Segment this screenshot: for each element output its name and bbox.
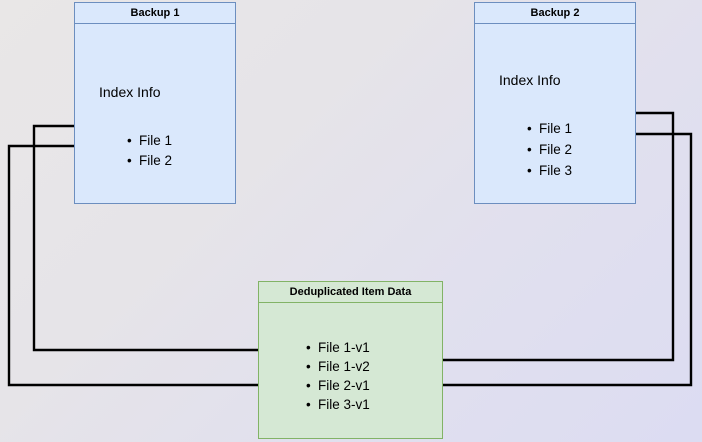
backup-1-index-info-label: Index Info	[99, 84, 161, 100]
list-item[interactable]: File 2-v1	[306, 376, 370, 395]
list-item[interactable]: File 1	[127, 131, 172, 151]
dedup-file-list: File 1-v1 File 1-v2 File 2-v1 File 3-v1	[306, 338, 370, 414]
list-item[interactable]: File 2	[527, 139, 572, 160]
list-item[interactable]: File 3	[527, 160, 572, 181]
node-dedup-title: Deduplicated Item Data	[258, 281, 443, 303]
node-dedup-body: File 1-v1 File 1-v2 File 2-v1 File 3-v1	[258, 303, 443, 439]
backup-1-file-list: File 1 File 2	[127, 131, 172, 171]
node-deduplicated-item-data[interactable]: Deduplicated Item Data File 1-v1 File 1-…	[258, 281, 443, 439]
node-backup-1-title: Backup 1	[74, 2, 236, 24]
list-item[interactable]: File 2	[127, 151, 172, 171]
node-backup-1-body: Index Info File 1 File 2	[74, 24, 236, 204]
list-item[interactable]: File 1-v2	[306, 357, 370, 376]
node-backup-1[interactable]: Backup 1 Index Info File 1 File 2	[74, 2, 236, 204]
node-backup-2-body: Index Info File 1 File 2 File 3	[474, 24, 636, 204]
backup-2-index-info-label: Index Info	[499, 72, 561, 88]
list-item[interactable]: File 1	[527, 118, 572, 139]
backup-2-file-list: File 1 File 2 File 3	[527, 118, 572, 181]
list-item[interactable]: File 3-v1	[306, 395, 370, 414]
node-backup-2-title: Backup 2	[474, 2, 636, 24]
node-backup-2[interactable]: Backup 2 Index Info File 1 File 2 File 3	[474, 2, 636, 204]
list-item[interactable]: File 1-v1	[306, 338, 370, 357]
